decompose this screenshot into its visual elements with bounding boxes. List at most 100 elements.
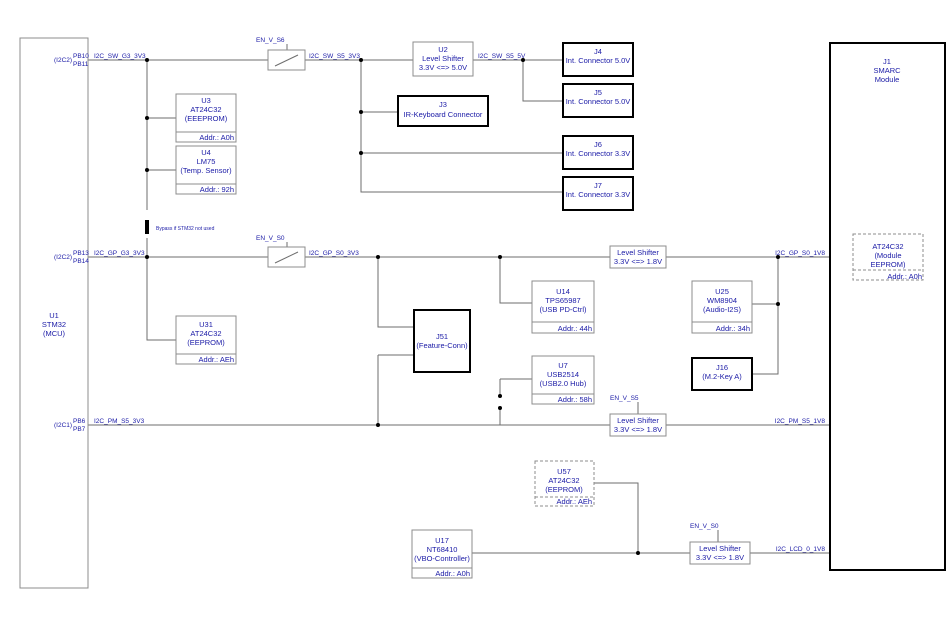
bypass-note: Bypass if STM32 not used: [156, 226, 215, 232]
u1-desc: (MCU): [43, 329, 66, 338]
pin-pb10: PB10: [73, 53, 89, 60]
ls-lcd-name: Level Shifter: [699, 544, 741, 553]
u7-addr: Addr.: 58h: [558, 395, 592, 404]
u31-name: AT24C32: [190, 329, 221, 338]
pin-group-i2c2-b: (I2C2): [54, 254, 72, 261]
j1-ref: J1: [883, 57, 891, 66]
level-shifter-lcd: Level Shifter 3.3V <=> 1.8V: [689, 541, 751, 565]
j5-ref: J5: [594, 88, 602, 97]
m2-connector-j16: J16 (M.2-Key A): [691, 357, 753, 391]
eeprom-u31: U31 AT24C32 (EEPROM) Addr.: AEh: [175, 315, 237, 365]
net-gp-s0-1v8: I2C_GP_S0_1V8: [775, 250, 825, 257]
smarc-module-j1: J1 SMARC Module: [829, 42, 946, 571]
usb-pd-ctrl-u14: U14 TPS65987 (USB PD-Ctrl) Addr.: 44h: [531, 280, 595, 334]
module-eeprom-name: AT24C32: [872, 242, 903, 251]
switch-en-v-s0: [267, 246, 306, 268]
pin-group-i2c2-a: (I2C2): [54, 57, 72, 64]
ls-gp-desc: 3.3V <=> 1.8V: [614, 257, 662, 266]
level-shifter-gp: Level Shifter 3.3V <=> 1.8V: [609, 245, 667, 269]
module-eeprom: AT24C32 (Module EEPROM) Addr.: A0h: [852, 233, 924, 281]
j16-ref: J16: [716, 363, 728, 372]
pin-pb13: PB13: [73, 250, 89, 257]
ls-gp-name: Level Shifter: [617, 248, 659, 257]
module-eeprom-desc1: (Module: [874, 251, 901, 260]
net-labels: I2C_SW_G3_3V3 I2C_SW_S5_3V3 I2C_SW_S5_5V…: [94, 37, 825, 553]
net-lcd0-1v8: I2C_LCD_0_1V8: [776, 546, 826, 553]
u3-desc: (EEEPROM): [185, 114, 228, 123]
pin-pb14: PB14: [73, 258, 89, 265]
connector-j5: J5 Int. Connector 5.0V: [562, 83, 634, 118]
eeprom-u3: U3 AT24C32 (EEEPROM) Addr.: A0h: [175, 93, 237, 143]
u4-name: LM75: [197, 157, 216, 166]
j6-name: Int. Connector 3.3V: [566, 149, 631, 158]
ls-pm-name: Level Shifter: [617, 416, 659, 425]
net-gp-g3: I2C_GP_G3_3V3: [94, 250, 145, 257]
u7-desc: (USB2.0 Hub): [540, 379, 587, 388]
u3-name: AT24C32: [190, 105, 221, 114]
j16-name: (M.2-Key A): [702, 372, 742, 381]
u14-addr: Addr.: 44h: [558, 324, 592, 333]
module-eeprom-desc2: EEPROM): [870, 260, 906, 269]
connector-j7: J7 Int. Connector 3.3V: [562, 176, 634, 211]
j3-name: IR-Keyboard Connector: [404, 110, 483, 119]
u57-addr: Addr.: AEh: [557, 497, 592, 506]
net-sw-g3: I2C_SW_G3_3V3: [94, 53, 146, 60]
j4-name: Int. Connector 5.0V: [566, 56, 631, 65]
connector-j3: J3 IR-Keyboard Connector: [397, 95, 489, 127]
u31-ref: U31: [199, 320, 213, 329]
u2-ref: U2: [438, 45, 448, 54]
j5-name: Int. Connector 5.0V: [566, 97, 631, 106]
u25-addr: Addr.: 34h: [716, 324, 750, 333]
feature-connector-j51: J51 (Feature-Conn): [413, 309, 471, 373]
u2-desc: 3.3V <=> 5.0V: [419, 63, 467, 72]
u17-ref: U17: [435, 536, 449, 545]
u57-desc: (EEPROM): [545, 485, 583, 494]
u57-ref: U57: [557, 467, 571, 476]
module-eeprom-addr: Addr.: A0h: [887, 272, 922, 281]
j7-ref: J7: [594, 181, 602, 190]
ls-lcd-desc: 3.3V <=> 1.8V: [696, 553, 744, 562]
u31-desc: (EEPROM): [187, 338, 225, 347]
j1-desc: Module: [875, 75, 900, 84]
enable-en-v-s0-b: EN_V_S0: [690, 523, 719, 530]
bypass-jumper: [145, 220, 149, 234]
u17-name: NT68410: [427, 545, 458, 554]
u17-addr: Addr.: A0h: [435, 569, 470, 578]
ls-pm-desc: 3.3V <=> 1.8V: [614, 425, 662, 434]
u57-name: AT24C32: [548, 476, 579, 485]
pin-group-i2c1: (I2C1): [54, 422, 72, 429]
u7-name: USB2514: [547, 370, 579, 379]
u25-ref: U25: [715, 287, 729, 296]
connector-j6: J6 Int. Connector 3.3V: [562, 135, 634, 170]
net-gp-s0: I2C_GP_S0_3V3: [309, 250, 359, 257]
pin-pb7: PB7: [73, 426, 86, 433]
level-shifter-u2: U2 Level Shifter 3.3V <=> 5.0V: [412, 41, 474, 77]
net-sw-s5-5v: I2C_SW_S5_5V: [478, 53, 526, 60]
enable-en-v-s0-a: EN_V_S0: [256, 235, 285, 242]
enable-en-v-s6: EN_V_S6: [256, 37, 285, 44]
vbo-controller-u17: U17 NT68410 (VBO-Controller) Addr.: A0h: [411, 529, 473, 579]
u4-desc: (Temp. Sensor): [180, 166, 232, 175]
switch-en-v-s6: [267, 49, 306, 71]
j7-name: Int. Connector 3.3V: [566, 190, 631, 199]
u25-name: WM8904: [707, 296, 737, 305]
j4-ref: J4: [594, 47, 602, 56]
net-pm-s5: I2C_PM_S5_3V3: [94, 418, 145, 425]
connector-j4: J4 Int. Connector 5.0V: [562, 42, 634, 77]
j6-ref: J6: [594, 140, 602, 149]
wires: [37, 44, 830, 554]
u14-ref: U14: [556, 287, 570, 296]
u14-name: TPS65987: [545, 296, 580, 305]
j3-ref: J3: [439, 100, 447, 109]
audio-codec-u25: U25 WM8904 (Audio-I2S) Addr.: 34h: [691, 280, 753, 334]
j51-ref: J51: [436, 332, 448, 341]
net-pm-s5-1v8: I2C_PM_S5_1V8: [775, 418, 826, 425]
j1-name: SMARC: [873, 66, 901, 75]
u17-desc: (VBO-Controller): [414, 554, 470, 563]
u4-ref: U4: [201, 148, 211, 157]
u25-desc: (Audio-I2S): [703, 305, 741, 314]
u1-name: STM32: [42, 320, 66, 329]
u3-addr: Addr.: A0h: [199, 133, 234, 142]
temp-sensor-u4: U4 LM75 (Temp. Sensor) Addr.: 92h: [175, 145, 237, 195]
